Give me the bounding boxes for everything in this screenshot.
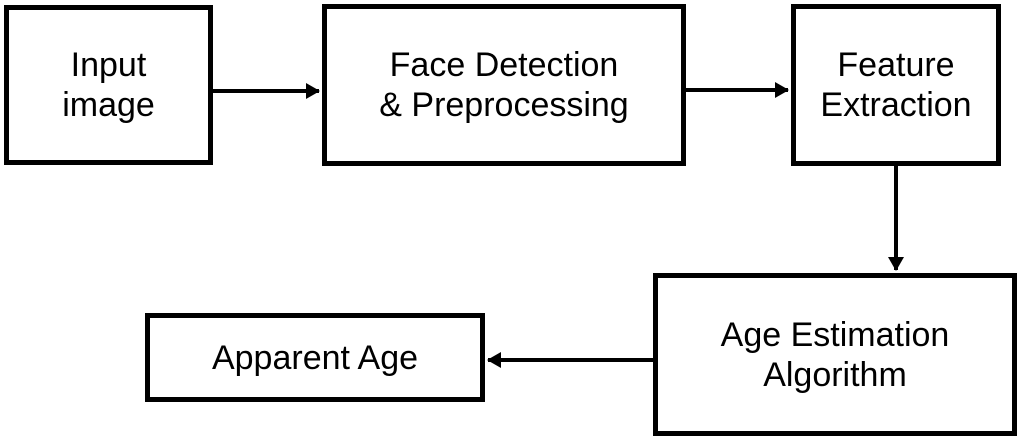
node-label-face-detection-preprocessing: Face Detection& Preprocessing (379, 45, 628, 125)
node-label-line: Apparent Age (211, 338, 419, 377)
node-face-detection-preprocessing: Face Detection& Preprocessing (322, 4, 686, 166)
node-label-line: Feature (837, 46, 955, 84)
node-label-line: Age Estimation (720, 315, 950, 354)
node-apparent-age: Apparent Age (145, 313, 485, 402)
node-label-line: Extraction (820, 86, 972, 124)
node-label-line: & Preprocessing (379, 86, 629, 124)
node-label-line: image (62, 86, 155, 124)
node-label-line: Algorithm (763, 355, 907, 394)
node-label-apparent-age: Apparent Age (212, 338, 418, 378)
node-label-line: Input (70, 46, 147, 84)
node-label-line: Face Detection (389, 46, 619, 84)
